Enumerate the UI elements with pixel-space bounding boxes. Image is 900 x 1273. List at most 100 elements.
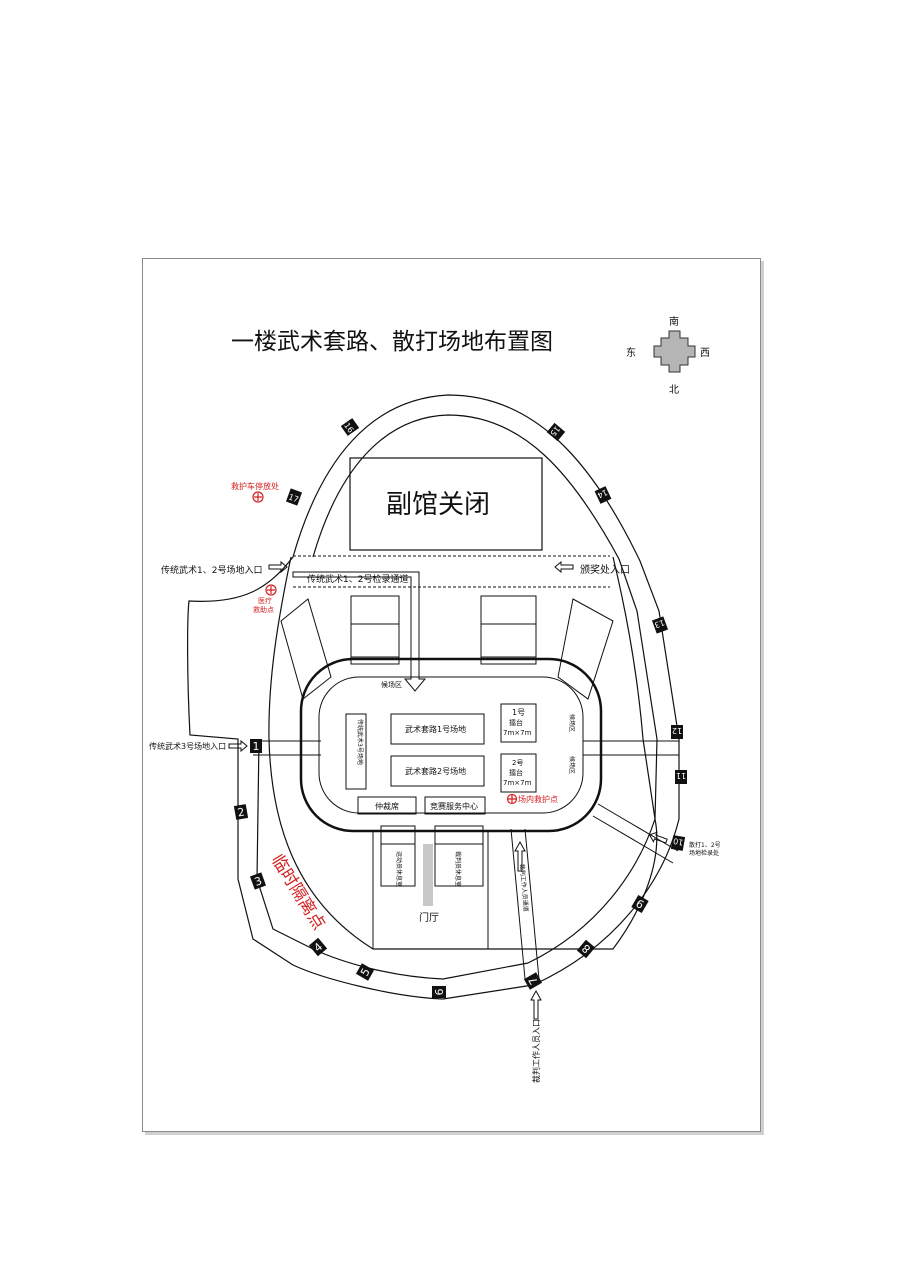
gate-marker-1: 1 bbox=[250, 739, 262, 753]
stand-left-wing bbox=[280, 598, 332, 700]
gate-marker-9: 9 bbox=[631, 894, 649, 914]
ring-1-label: 擂台 bbox=[509, 718, 523, 727]
traditional-3-field-box bbox=[345, 713, 367, 790]
compass-west: 西 bbox=[700, 348, 710, 359]
ring-2-size: 7m×7m bbox=[503, 779, 532, 787]
lounge-right-box bbox=[434, 825, 484, 887]
fields bbox=[345, 703, 537, 815]
onsite-first-aid-icon bbox=[506, 793, 518, 805]
entrance-traditional-12-label: 传统武术1、2号场地入口 bbox=[161, 564, 262, 576]
onsite-first-aid-label: 场内救护点 bbox=[518, 794, 558, 804]
gate-marker-5: 5 bbox=[355, 963, 375, 981]
staff-channel bbox=[510, 828, 540, 980]
lobby-area bbox=[372, 825, 489, 949]
road-inner-edge bbox=[256, 414, 658, 980]
gate-label-12: 12 bbox=[672, 726, 682, 735]
checkin-channel-arrow bbox=[292, 571, 427, 692]
ring-1-num: 1号 bbox=[512, 708, 525, 717]
gate-marker-8: 8 bbox=[576, 939, 596, 959]
waiting-side-1: 候场区 bbox=[568, 714, 576, 732]
map-sheet: 一楼武术套路、散打场地布置图 南 北 东 西 副馆关闭 传统武术1、2号场地入口… bbox=[142, 258, 761, 1132]
gate-marker-12: 12 bbox=[671, 725, 683, 739]
staff-entrance-arrow-icon bbox=[530, 989, 542, 1020]
ambulance-parking-label: 救护车停放处 bbox=[231, 481, 279, 491]
medical-cross-icon bbox=[265, 584, 277, 596]
upper-stands bbox=[280, 595, 614, 700]
ring-2-box bbox=[500, 753, 537, 793]
stand-right-wing bbox=[557, 598, 614, 700]
svg-text:临时隔离点: 临时隔离点 bbox=[267, 851, 329, 934]
routine-field-2-box bbox=[390, 755, 485, 787]
compass: 南 北 东 西 bbox=[626, 315, 710, 396]
gate-marker-7: 7 bbox=[523, 972, 543, 990]
award-entrance-label: 颁奖处入口 bbox=[580, 563, 630, 576]
sanda-checkin-arrow-icon bbox=[648, 831, 668, 844]
routine-field-1-box bbox=[390, 713, 485, 745]
referee-table-box bbox=[357, 796, 417, 815]
closed-hall-box bbox=[349, 457, 543, 551]
gate-label-13: 13 bbox=[653, 618, 666, 630]
stand-right-block bbox=[480, 595, 537, 665]
gate-label-6: 6 bbox=[433, 989, 446, 996]
ring-1-size: 7m×7m bbox=[503, 729, 532, 737]
gate-label-14: 14 bbox=[596, 487, 609, 499]
ambulance-cross-icon bbox=[252, 491, 264, 503]
compass-north: 北 bbox=[669, 384, 679, 396]
quarantine-point-label: 临时隔离点 bbox=[267, 851, 329, 934]
arena-outer bbox=[299, 657, 603, 833]
gate-marker-16: 16 bbox=[340, 418, 360, 436]
building-outline bbox=[268, 556, 658, 950]
sanda-checkin-line2: 场地检录处 bbox=[689, 849, 719, 857]
staff-channel-label: 裁判工作人员通道 bbox=[518, 863, 530, 912]
entrance-3-arrow-icon bbox=[228, 739, 248, 753]
gate-label-1: 1 bbox=[253, 740, 260, 753]
medical-point-line2: 救助点 bbox=[253, 605, 274, 614]
entrance-traditional-3-label: 传统武术3号场地入口 bbox=[149, 741, 226, 751]
compass-rose-icon bbox=[653, 330, 696, 373]
gate-marker-3: 3 bbox=[249, 872, 267, 890]
closed-hall-label: 副馆关闭 bbox=[386, 490, 490, 520]
arena-inner bbox=[318, 676, 584, 814]
entrance-arrow-icon bbox=[268, 560, 288, 574]
gate-marker-17: 17 bbox=[285, 488, 303, 506]
award-arrow-icon bbox=[554, 560, 574, 574]
staff-entrance-label: 裁判工作人员入口 bbox=[531, 1019, 541, 1083]
waiting-side-2: 候场区 bbox=[568, 756, 576, 774]
side-corridors bbox=[253, 740, 679, 864]
venue-map: 一楼武术套路、散打场地布置图 南 北 东 西 副馆关闭 传统武术1、2号场地入口… bbox=[149, 315, 721, 1083]
gate-label-2: 2 bbox=[237, 805, 246, 819]
service-center-box bbox=[424, 796, 486, 815]
checkin-channel-label: 传统武术1、2号检录通道 bbox=[307, 573, 408, 585]
referee-table-label: 仲裁席 bbox=[375, 801, 399, 811]
lounge-left-label: 运动员休息室 bbox=[395, 851, 403, 887]
gate-marker-2: 2 bbox=[233, 804, 249, 820]
waiting-area-label: 候场区 bbox=[381, 680, 402, 689]
traditional-3-field-label: 传统武术3号场地 bbox=[356, 719, 364, 765]
ring-2-label: 擂台 bbox=[509, 768, 523, 777]
gate-marker-4: 4 bbox=[308, 937, 328, 957]
routine-field-1-label: 武术套路1号场地 bbox=[405, 724, 466, 734]
compass-south: 南 bbox=[669, 315, 679, 328]
stand-left-block bbox=[350, 595, 400, 665]
lounge-left-box bbox=[380, 825, 416, 887]
gate-marker-14: 14 bbox=[594, 486, 612, 504]
gate-marker-6: 6 bbox=[432, 986, 446, 998]
staff-channel-arrow-icon bbox=[514, 840, 526, 872]
gate-label-11: 11 bbox=[676, 771, 686, 780]
lobby-walkway bbox=[423, 844, 433, 906]
ring-1-box bbox=[500, 703, 537, 743]
gate-marker-15: 15 bbox=[546, 422, 566, 442]
building-outer-wall bbox=[268, 556, 658, 950]
gate-marker-10: 10 bbox=[670, 835, 686, 851]
sanda-checkin-line1: 散打1、2号 bbox=[689, 841, 721, 849]
gate-label-3: 3 bbox=[253, 874, 264, 889]
routine-field-2-label: 武术套路2号场地 bbox=[405, 766, 466, 776]
lounge-right-label: 裁判员休息室 bbox=[454, 851, 462, 887]
gate-marker-13: 13 bbox=[651, 616, 669, 634]
medical-point-line1: 医疗 bbox=[258, 596, 272, 605]
service-center-label: 竞赛服务中心 bbox=[430, 801, 478, 811]
gate-label-17: 17 bbox=[287, 492, 300, 504]
ring-2-num: 2号 bbox=[512, 759, 523, 767]
map-title: 一楼武术套路、散打场地布置图 bbox=[231, 329, 553, 355]
